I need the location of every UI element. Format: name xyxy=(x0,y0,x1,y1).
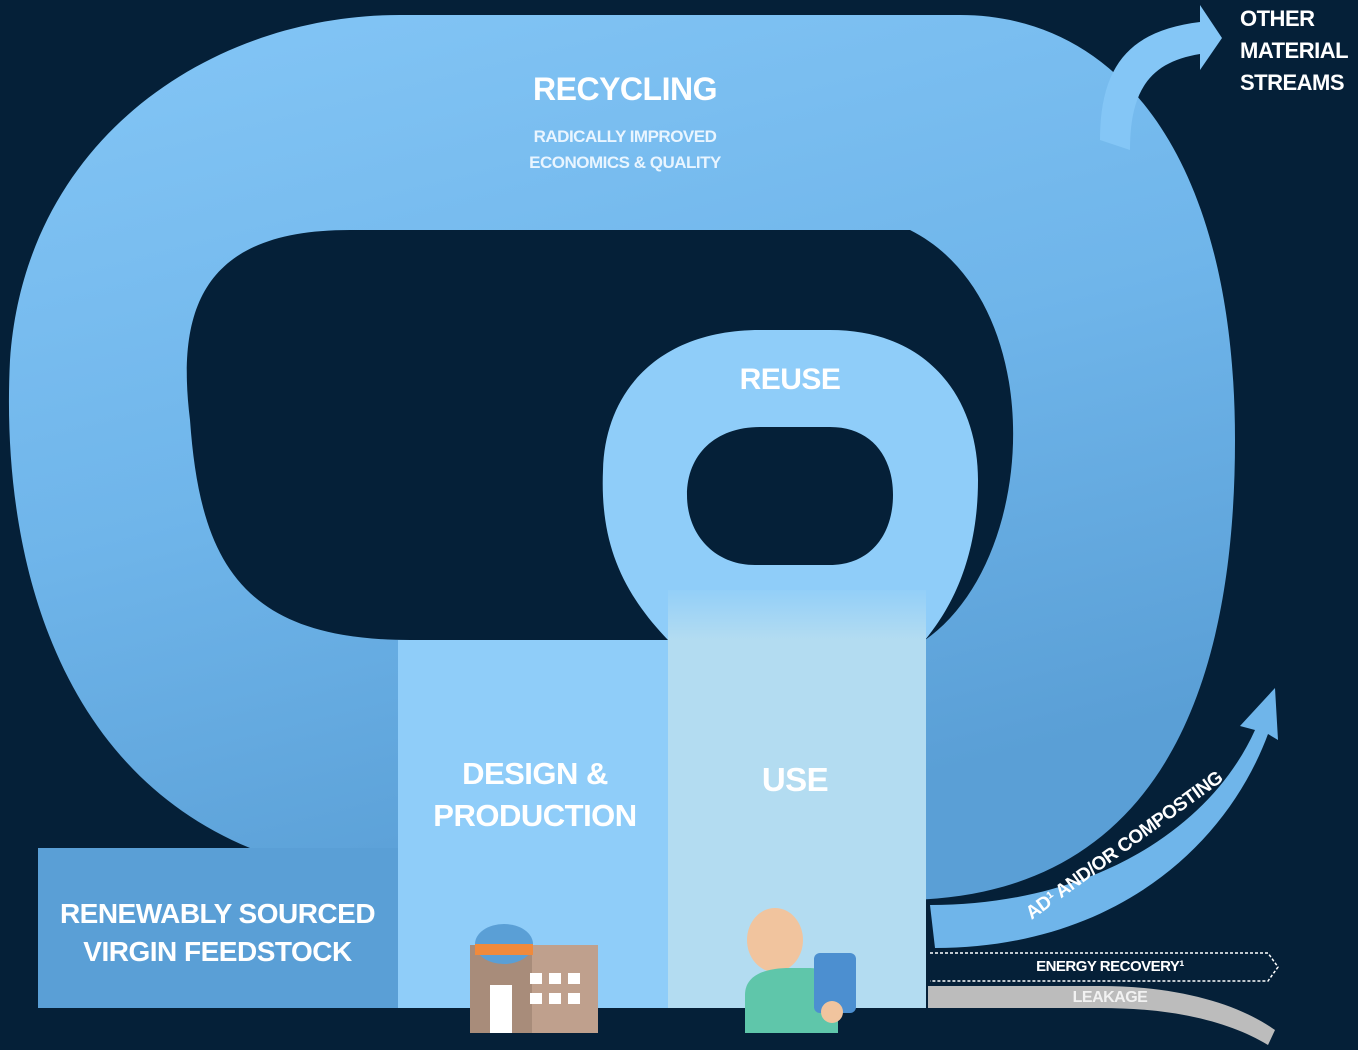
composting-arrow xyxy=(930,688,1278,948)
reuse-label: REUSE xyxy=(739,363,841,396)
other-streams-line2: MATERIAL xyxy=(1240,37,1349,63)
energy-recovery-arrow xyxy=(930,952,1279,982)
person-with-phone-icon xyxy=(745,908,856,1033)
recycling-title: RECYCLING xyxy=(533,71,717,107)
design-production-line2: PRODUCTION xyxy=(433,797,637,833)
leakage-curve xyxy=(928,986,1275,1045)
other-material-streams-label: OTHER MATERIAL STREAMS xyxy=(1240,3,1349,99)
reuse-loop xyxy=(602,330,978,640)
other-streams-arrow xyxy=(1100,5,1222,150)
renewable-feedstock-line2: VIRGIN FEEDSTOCK xyxy=(83,935,352,967)
other-streams-line1: OTHER xyxy=(1240,6,1315,31)
renewable-feedstock-line1: RENEWABLY SOURCED xyxy=(59,898,376,929)
feedstock-block xyxy=(38,848,400,1008)
other-streams-line3: STREAMS xyxy=(1240,69,1345,95)
design-production-line1: DESIGN & xyxy=(462,756,608,791)
recycling-subtitle-line1: RADICALLY IMPROVED xyxy=(533,127,717,146)
design-production-label: DESIGN & PRODUCTION xyxy=(405,753,665,837)
use-label: USE xyxy=(761,761,829,798)
energy-recovery-label: ENERGY RECOVERY¹ xyxy=(1036,958,1184,975)
renewable-feedstock-label: RENEWABLY SOURCED VIRGIN FEEDSTOCK xyxy=(40,895,395,971)
recycling-subtitle: RADICALLY IMPROVED ECONOMICS & QUALITY xyxy=(455,124,795,177)
recycling-subtitle-line2: ECONOMICS & QUALITY xyxy=(529,153,721,173)
recycling-loop xyxy=(8,15,1236,900)
factory-icon xyxy=(470,924,598,1033)
leakage-label: LEAKAGE xyxy=(1072,989,1148,1006)
